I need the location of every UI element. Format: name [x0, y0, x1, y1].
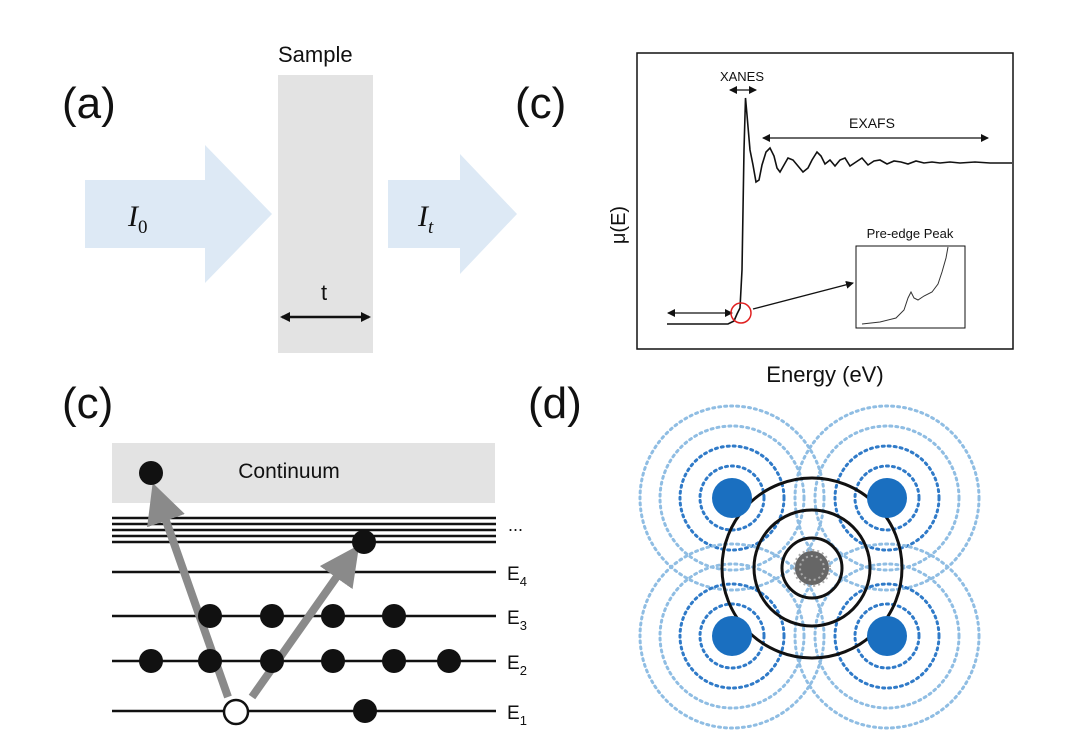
transition-arrow-to-bound-state — [248, 544, 360, 700]
backscattered-wave-ring — [678, 582, 786, 690]
electron-e2 — [139, 649, 163, 673]
neighbor-atom — [867, 616, 907, 656]
backscattered-wave-ring — [793, 542, 981, 730]
electron-e2 — [198, 649, 222, 673]
absorbing-atom-ring — [793, 549, 831, 587]
backscattered-wave-ring — [658, 562, 806, 710]
backscattered-wave-ring — [833, 582, 941, 690]
backscattered-wave-ring — [678, 444, 786, 552]
sample-slab — [278, 75, 373, 353]
panel-c-energy-levels: (c) Continuum ... E4 E3 E2 E1 — [62, 379, 527, 728]
pre-edge-highlight-circle — [730, 302, 752, 324]
electron-e3 — [260, 604, 284, 628]
neighbor-atom — [712, 616, 752, 656]
incident-beam-arrow — [85, 145, 272, 283]
panel-c-bottom-label: (c) — [62, 379, 113, 428]
level-label-e2: E2 — [507, 653, 527, 678]
panel-c-spectrum: (c) μ(E) Energy (eV) XANES EXAFS Pre-edg… — [515, 52, 1014, 387]
x-axis-label: Energy (eV) — [766, 362, 883, 387]
continuum-label: Continuum — [238, 460, 340, 483]
neighbor-atom — [867, 478, 907, 518]
backscattered-wave-ring — [658, 424, 806, 572]
neighbor-atom — [712, 478, 752, 518]
electron-e2 — [260, 649, 284, 673]
core-hole — [222, 698, 250, 726]
pre-edge-inset — [855, 245, 966, 329]
panel-c-top-label: (c) — [515, 79, 566, 128]
pre-edge-label: Pre-edge Peak — [867, 226, 954, 241]
panel-d-label: (d) — [528, 379, 582, 428]
backscattered-wave-ring — [853, 602, 921, 670]
backscattered-wave-ring — [638, 542, 826, 730]
panel-d: (d) — [528, 379, 981, 730]
electron-e2 — [437, 649, 461, 673]
electrons — [139, 461, 461, 723]
thickness-label: t — [321, 280, 327, 305]
ellipsis-label: ... — [508, 515, 523, 535]
level-label-e1: E1 — [507, 703, 527, 728]
electron-e2 — [321, 649, 345, 673]
backscattered-wave-ring — [853, 464, 921, 532]
backscattered-wave-ring — [813, 562, 961, 710]
xanes-label: XANES — [720, 69, 764, 84]
transmitted-intensity-label: It — [417, 200, 434, 238]
panel-a: (a) Sample I0 It t — [62, 42, 517, 353]
absorption-spectrum-curve — [667, 97, 1012, 325]
electron-e1 — [353, 699, 377, 723]
pre-edge-inset-curve — [861, 246, 949, 325]
backscattered-wave-ring — [813, 424, 961, 572]
panel-a-label: (a) — [62, 79, 116, 128]
level-label-e3: E3 — [507, 608, 527, 633]
excited-electron — [352, 530, 376, 554]
scattering-diagram — [638, 404, 981, 730]
y-axis-label: μ(E) — [608, 206, 630, 244]
outgoing-wave-ring — [780, 536, 844, 600]
electron-e3 — [321, 604, 345, 628]
exafs-label: EXAFS — [849, 115, 895, 131]
spectrum-frame — [636, 52, 1014, 350]
pre-edge-zoom-arrow — [752, 280, 854, 310]
backscattered-wave-ring — [698, 602, 766, 670]
backscattered-wave-ring — [833, 444, 941, 552]
incident-intensity-label: I0 — [127, 200, 148, 238]
transmitted-beam-arrow — [388, 154, 517, 274]
electron-e3 — [198, 604, 222, 628]
backscattered-wave-ring — [793, 404, 981, 592]
ejected-electron — [139, 461, 163, 485]
backscattered-wave-ring — [638, 404, 826, 592]
absorbing-atom-ring — [799, 555, 825, 581]
level-label-e4: E4 — [507, 564, 527, 589]
sample-label: Sample — [278, 42, 353, 67]
electron-e2 — [382, 649, 406, 673]
outgoing-wave-ring — [720, 476, 904, 660]
outgoing-wave-ring — [752, 508, 872, 628]
electron-e3 — [382, 604, 406, 628]
